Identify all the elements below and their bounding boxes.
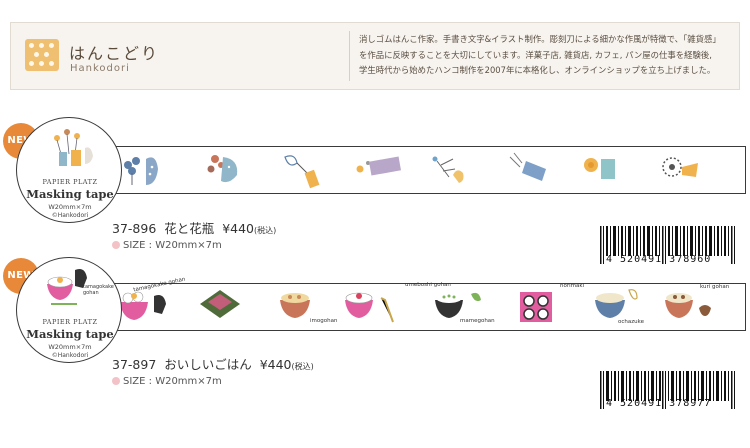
roll-brand: PAPIER PLATZ	[42, 318, 98, 326]
product-tax: (税込)	[254, 226, 277, 235]
motif-rice-bowl	[665, 293, 711, 318]
motif-flower-vase	[284, 155, 320, 189]
hankodori-logo-icon	[25, 39, 59, 71]
product-code: 37-897	[112, 357, 157, 372]
motif-flower-vase	[509, 152, 546, 181]
roll-credit: ©Hankodori	[51, 352, 89, 359]
tape-strip-rice: tamagokake gohan imogohan umeboshi gohan…	[40, 277, 746, 331]
roll-size: W20mm×7m	[48, 343, 92, 351]
roll-credit: ©Hankodori	[51, 212, 89, 219]
roll-title: Masking tape	[26, 327, 114, 341]
motif-flower-vase	[432, 156, 464, 183]
product-size: SIZE : W20mm×7m	[112, 240, 222, 251]
roll-title: Masking tape	[26, 187, 114, 201]
motif-rice-bowl	[200, 290, 240, 318]
size-text: SIZE : W20mm×7m	[123, 240, 222, 251]
tape-illustration-flowers	[124, 152, 698, 189]
bio-line: 学生時代から始めたハンコ制作を2007年に本格化し、オンラインショップを立ち上げ…	[359, 65, 716, 75]
motif-rice-bowl	[435, 292, 481, 318]
roll-size: W20mm×7m	[48, 203, 92, 211]
barcode-number: 4 520491 378977	[606, 398, 712, 409]
motif-rice-bowl	[520, 292, 552, 322]
product-title: 37-897 おいしいごはん ¥440(税込)	[112, 354, 314, 373]
size-dot-icon	[112, 377, 120, 385]
roll-brand: PAPIER PLATZ	[42, 178, 98, 186]
product-size: SIZE : W20mm×7m	[112, 376, 222, 387]
bio-line: を作品に反映することを大切にしています。洋菓子店, 雑貨店, カフェ, パン屋の…	[359, 49, 712, 60]
product-price: ¥440	[222, 221, 255, 236]
motif-rice-bowl	[345, 292, 394, 323]
tape-strip-flowers	[40, 146, 746, 194]
roll-tape-label: tamagokake gohan	[83, 284, 114, 296]
roll-flower-illustration	[54, 129, 93, 166]
designer-bio: 消しゴムはんこ作家。手書き文字&イラスト制作。彫刻刀による細かな作風が特徴で、「…	[359, 32, 737, 79]
motif-flower-vase	[584, 158, 615, 179]
product-name: 花と花瓶	[164, 221, 215, 236]
tape-label: umeboshi gohan	[405, 282, 451, 288]
motif-rice-bowl	[280, 293, 310, 318]
barcode-graphic	[600, 371, 735, 409]
brand-name-ja: はんこどり	[69, 44, 160, 63]
motif-flower-vase	[662, 157, 698, 177]
brand-name-en: Hankodori	[70, 63, 130, 74]
bio-line: 消しゴムはんこ作家。手書き文字&イラスト制作。彫刻刀による細かな作風が特徴で、「…	[359, 34, 721, 44]
motif-flower-vase	[124, 157, 158, 185]
barcode-number: 4 520491 378960	[606, 254, 712, 265]
motif-rice-bowl	[120, 291, 166, 320]
tape-illustration-rice	[120, 289, 711, 323]
tape-roll-flowers: PAPIER PLATZ Masking tape W20mm×7m ©Hank…	[16, 117, 122, 223]
tape-roll-rice: tamagokake gohan PAPIER PLATZ Masking ta…	[16, 257, 122, 363]
product-code: 37-896	[112, 221, 157, 236]
designer-header: はんこどり Hankodori 消しゴムはんこ作家。手書き文字&イラスト制作。彫…	[10, 22, 740, 90]
tape-label: ochazuke	[618, 319, 644, 325]
size-text: SIZE : W20mm×7m	[123, 376, 222, 387]
motif-flower-vase	[356, 156, 401, 176]
tape-label: norimaki	[560, 283, 585, 289]
tape-label: kuri gohan	[700, 284, 730, 290]
tape-label: imogohan	[310, 318, 338, 324]
roll-rice-illustration	[47, 269, 87, 305]
header-divider	[349, 31, 350, 81]
product-title: 37-896 花と花瓶 ¥440(税込)	[112, 218, 276, 237]
motif-rice-bowl	[595, 289, 638, 318]
size-dot-icon	[112, 241, 120, 249]
product-tax: (税込)	[291, 362, 314, 371]
motif-flower-vase	[207, 155, 238, 183]
tape-label: mamegohan	[460, 318, 495, 324]
product-price: ¥440	[259, 357, 292, 372]
product-name: おいしいごはん	[164, 357, 252, 372]
barcode-graphic	[600, 226, 735, 264]
